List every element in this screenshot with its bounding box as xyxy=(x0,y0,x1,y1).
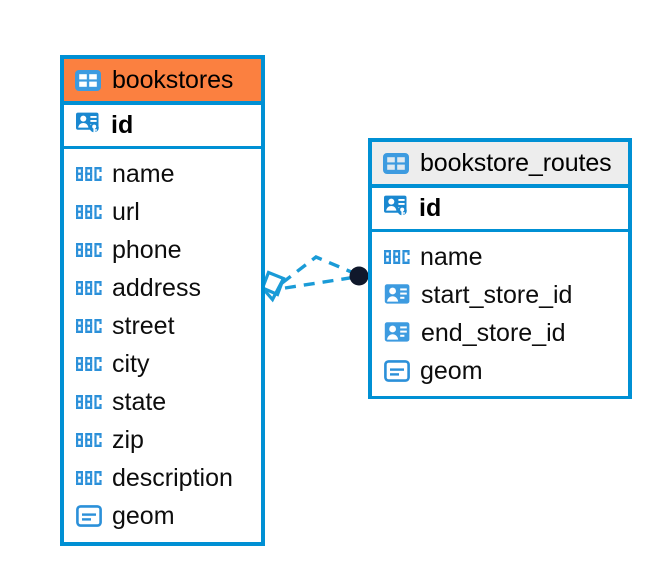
field-row-description[interactable]: description xyxy=(64,459,261,497)
field-row-street[interactable]: street xyxy=(64,307,261,345)
field-label: description xyxy=(112,464,233,492)
entity-title-bookstores: bookstores xyxy=(112,65,234,94)
field-row-name[interactable]: name xyxy=(372,238,628,276)
field-label: geom xyxy=(112,502,175,530)
text-abc-icon xyxy=(76,243,102,257)
field-label: street xyxy=(112,312,175,340)
table-icon xyxy=(75,69,101,91)
primary-key-row-bookstores[interactable]: id xyxy=(64,105,261,149)
field-row-address[interactable]: address xyxy=(64,269,261,307)
text-abc-icon xyxy=(76,357,102,371)
geometry-icon xyxy=(384,360,410,382)
field-row-state[interactable]: state xyxy=(64,383,261,421)
field-list-bookstore-routes: name start_store_id xyxy=(372,232,628,396)
entity-title-bookstore-routes: bookstore_routes xyxy=(420,148,612,177)
crows-foot-square-marker xyxy=(260,270,286,303)
field-label: state xyxy=(112,388,167,416)
field-label: url xyxy=(112,198,140,226)
text-abc-icon xyxy=(76,205,102,219)
relationship-bookstores-to-bookstore-routes[interactable] xyxy=(260,255,369,303)
text-abc-icon xyxy=(76,167,102,181)
entity-header-bookstores[interactable]: bookstores xyxy=(64,59,261,105)
primary-key-icon xyxy=(75,112,102,139)
foreign-key-icon xyxy=(384,321,411,345)
entity-table-bookstores[interactable]: bookstores xyxy=(60,55,265,546)
field-label: address xyxy=(112,274,201,302)
field-label: name xyxy=(112,160,175,188)
field-label: start_store_id xyxy=(421,281,573,309)
text-abc-icon xyxy=(76,395,102,409)
text-abc-icon xyxy=(76,281,102,295)
geometry-icon xyxy=(76,505,102,527)
field-row-end-store-id[interactable]: end_store_id xyxy=(372,314,628,352)
filled-circle-marker xyxy=(349,266,369,286)
field-row-start-store-id[interactable]: start_store_id xyxy=(372,276,628,314)
field-list-bookstores: name xyxy=(64,149,261,541)
field-label: zip xyxy=(112,426,144,454)
field-label: city xyxy=(112,350,150,378)
text-abc-icon xyxy=(76,433,102,447)
field-label: phone xyxy=(112,236,182,264)
field-row-geom[interactable]: geom xyxy=(64,497,261,535)
text-abc-icon xyxy=(76,471,102,485)
field-row-phone[interactable]: phone xyxy=(64,231,261,269)
primary-key-label-bookstore-routes: id xyxy=(419,194,442,222)
field-row-url[interactable]: url xyxy=(64,193,261,231)
text-abc-icon xyxy=(384,250,410,264)
field-label: name xyxy=(420,243,483,271)
field-row-name[interactable]: name xyxy=(64,155,261,193)
table-icon xyxy=(383,152,409,174)
relationship-line-upper xyxy=(280,255,357,285)
entity-table-bookstore-routes[interactable]: bookstore_routes xyxy=(368,138,632,399)
field-label: geom xyxy=(420,357,483,385)
field-label: end_store_id xyxy=(421,319,566,347)
field-row-city[interactable]: city xyxy=(64,345,261,383)
primary-key-icon xyxy=(383,195,410,222)
entity-header-bookstore-routes[interactable]: bookstore_routes xyxy=(372,142,628,188)
foreign-key-icon xyxy=(384,283,411,307)
primary-key-label-bookstores: id xyxy=(111,111,134,139)
field-row-geom[interactable]: geom xyxy=(372,352,628,390)
relationship-line-lower xyxy=(284,275,357,290)
text-abc-icon xyxy=(76,319,102,333)
field-row-zip[interactable]: zip xyxy=(64,421,261,459)
primary-key-row-bookstore-routes[interactable]: id xyxy=(372,188,628,232)
